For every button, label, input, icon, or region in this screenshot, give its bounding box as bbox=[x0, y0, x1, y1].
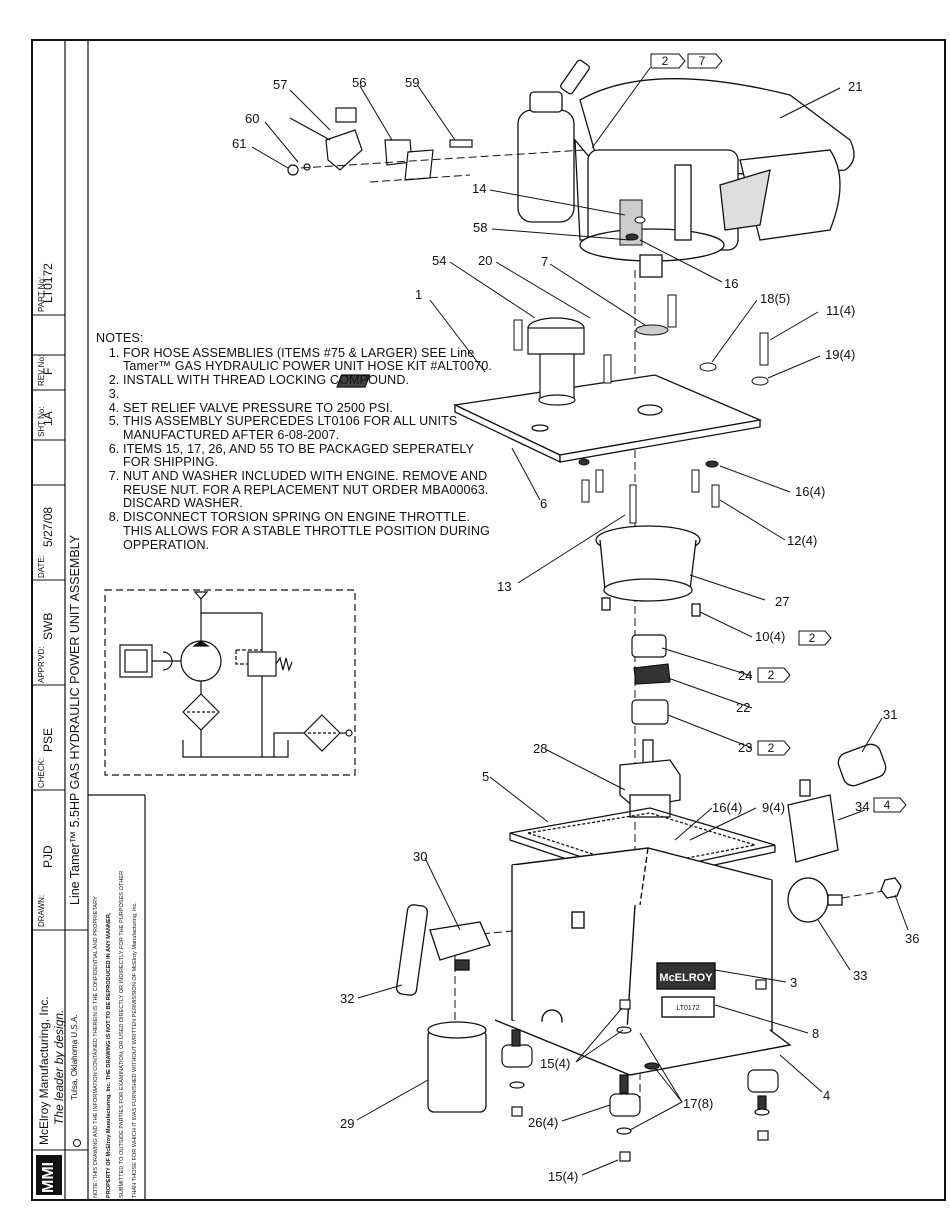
top-plate bbox=[336, 374, 763, 464]
callout-17: 17(8) bbox=[683, 1096, 714, 1111]
callout-10: 10(4) bbox=[755, 629, 786, 644]
callout-16-pump: 16(4) bbox=[712, 800, 743, 815]
callout-58: 58 bbox=[473, 220, 488, 235]
note-6: ITEMS 15, 17, 26, AND 55 TO BE PACKAGED … bbox=[123, 442, 496, 470]
tank-id-plate: LT0172 bbox=[676, 1005, 699, 1012]
company-tagline: The leader by design. bbox=[52, 1009, 66, 1125]
callout-16-engine: 16 bbox=[724, 276, 739, 291]
callout-19: 19(4) bbox=[825, 347, 856, 362]
callout-5: 5 bbox=[482, 769, 490, 784]
engine bbox=[517, 59, 855, 278]
callout-54: 54 bbox=[432, 253, 447, 268]
approved-label: APPR'VD: bbox=[37, 646, 46, 683]
drawn-label: DRAWN: bbox=[37, 894, 46, 927]
callout-14: 14 bbox=[472, 181, 487, 196]
callout-18: 18(5) bbox=[760, 291, 791, 306]
callout-60: 60 bbox=[245, 111, 260, 126]
callout-61: 61 bbox=[232, 136, 247, 151]
callout-6: 6 bbox=[540, 496, 548, 511]
drawing-notes: NOTES: FOR HOSE ASSEMBLIES (ITEMS #75 & … bbox=[96, 331, 496, 552]
note-7: NUT AND WASHER INCLUDED WITH ENGINE. REM… bbox=[123, 469, 496, 511]
throttle-control-parts bbox=[287, 107, 473, 181]
callout-12: 12(4) bbox=[787, 533, 818, 548]
callout-34: 34 bbox=[855, 799, 870, 814]
note-flag-23: 2 bbox=[767, 741, 775, 755]
callout-7: 7 bbox=[541, 254, 549, 269]
drawing-date: 5/27/08 bbox=[41, 506, 55, 547]
callout-30: 30 bbox=[413, 849, 428, 864]
callout-21: 21 bbox=[848, 79, 863, 94]
callout-59: 59 bbox=[405, 75, 420, 90]
note-2: INSTALL WITH THREAD LOCKING COMPOUND. bbox=[123, 373, 496, 388]
callout-20: 20 bbox=[478, 253, 493, 268]
hydraulic-schematic bbox=[104, 589, 356, 776]
drawn-by: PJD bbox=[41, 845, 55, 868]
callout-32: 32 bbox=[340, 991, 355, 1006]
reservoir-tank bbox=[494, 847, 792, 1076]
callout-22: 22 bbox=[736, 700, 751, 715]
mcelroy-logo bbox=[36, 1155, 62, 1195]
approved-by: SWB bbox=[41, 612, 55, 640]
callout-27: 27 bbox=[775, 594, 790, 609]
note-flag-2-top: 2 bbox=[661, 54, 669, 68]
part-number: LT0172 bbox=[41, 263, 55, 303]
callout-57: 57 bbox=[273, 77, 288, 92]
callout-23: 23 bbox=[738, 740, 753, 755]
callout-28: 28 bbox=[533, 741, 548, 756]
callout-36: 36 bbox=[905, 931, 920, 946]
company-city: Tulsa, Oklahoma U.S.A. bbox=[70, 1014, 79, 1100]
callout-56: 56 bbox=[352, 75, 367, 90]
callout-4: 4 bbox=[823, 1088, 831, 1103]
bell-housing bbox=[595, 525, 701, 617]
note-1: FOR HOSE ASSEMBLIES (ITEMS #75 & LARGER)… bbox=[123, 346, 496, 374]
callout-26: 26(4) bbox=[528, 1115, 559, 1130]
tank-brand-plate: McELROY bbox=[659, 972, 713, 984]
sheet-border bbox=[31, 39, 946, 1201]
note-8: DISCONNECT TORSION SPRING ON ENGINE THRO… bbox=[123, 510, 496, 552]
hydraulic-pump bbox=[619, 739, 681, 818]
callout-9: 9(4) bbox=[762, 800, 786, 815]
notes-heading: NOTES: bbox=[96, 331, 144, 345]
callout-8: 8 bbox=[812, 1026, 820, 1041]
note-3 bbox=[123, 388, 496, 402]
callout-3: 3 bbox=[790, 975, 798, 990]
note-4: SET RELIEF VALVE PRESSURE TO 2500 PSI. bbox=[123, 401, 496, 416]
callout-11: 11(4) bbox=[826, 303, 856, 318]
note-flag-34: 4 bbox=[883, 798, 891, 812]
callout-29: 29 bbox=[340, 1116, 355, 1131]
callout-1: 1 bbox=[415, 287, 423, 302]
callout-15-upper: 15(4) bbox=[540, 1056, 571, 1071]
callout-33: 33 bbox=[853, 968, 868, 983]
rev-number: F bbox=[41, 367, 55, 375]
callout-31: 31 bbox=[883, 707, 898, 722]
note-flag-7-top: 7 bbox=[698, 54, 706, 68]
drawing-title: Line Tamer™ 5.5HP GAS HYDRAULIC POWER UN… bbox=[68, 534, 82, 905]
legal-notice: NOTE: THIS DRAWING AND THE INFORMATION C… bbox=[93, 870, 138, 1198]
check-label: CHECK: bbox=[37, 757, 46, 788]
logo-text: MMI bbox=[40, 1161, 57, 1193]
sheet-number: 1A bbox=[41, 411, 55, 426]
note-5: THIS ASSEMBLY SUPERCEDES LT0106 FOR ALL … bbox=[123, 414, 496, 442]
callout-24: 24 bbox=[738, 668, 753, 683]
callout-15-lower: 15(4) bbox=[548, 1169, 579, 1184]
note-flag-10: 2 bbox=[808, 631, 816, 645]
callout-13: 13 bbox=[497, 579, 512, 594]
callout-16-plate: 16(4) bbox=[795, 484, 826, 499]
date-label: DATE: bbox=[37, 555, 46, 578]
note-flag-24: 2 bbox=[767, 668, 775, 682]
checked-by: PSE bbox=[41, 727, 55, 752]
company-name: McElroy Manufacturing, Inc. bbox=[37, 996, 51, 1145]
